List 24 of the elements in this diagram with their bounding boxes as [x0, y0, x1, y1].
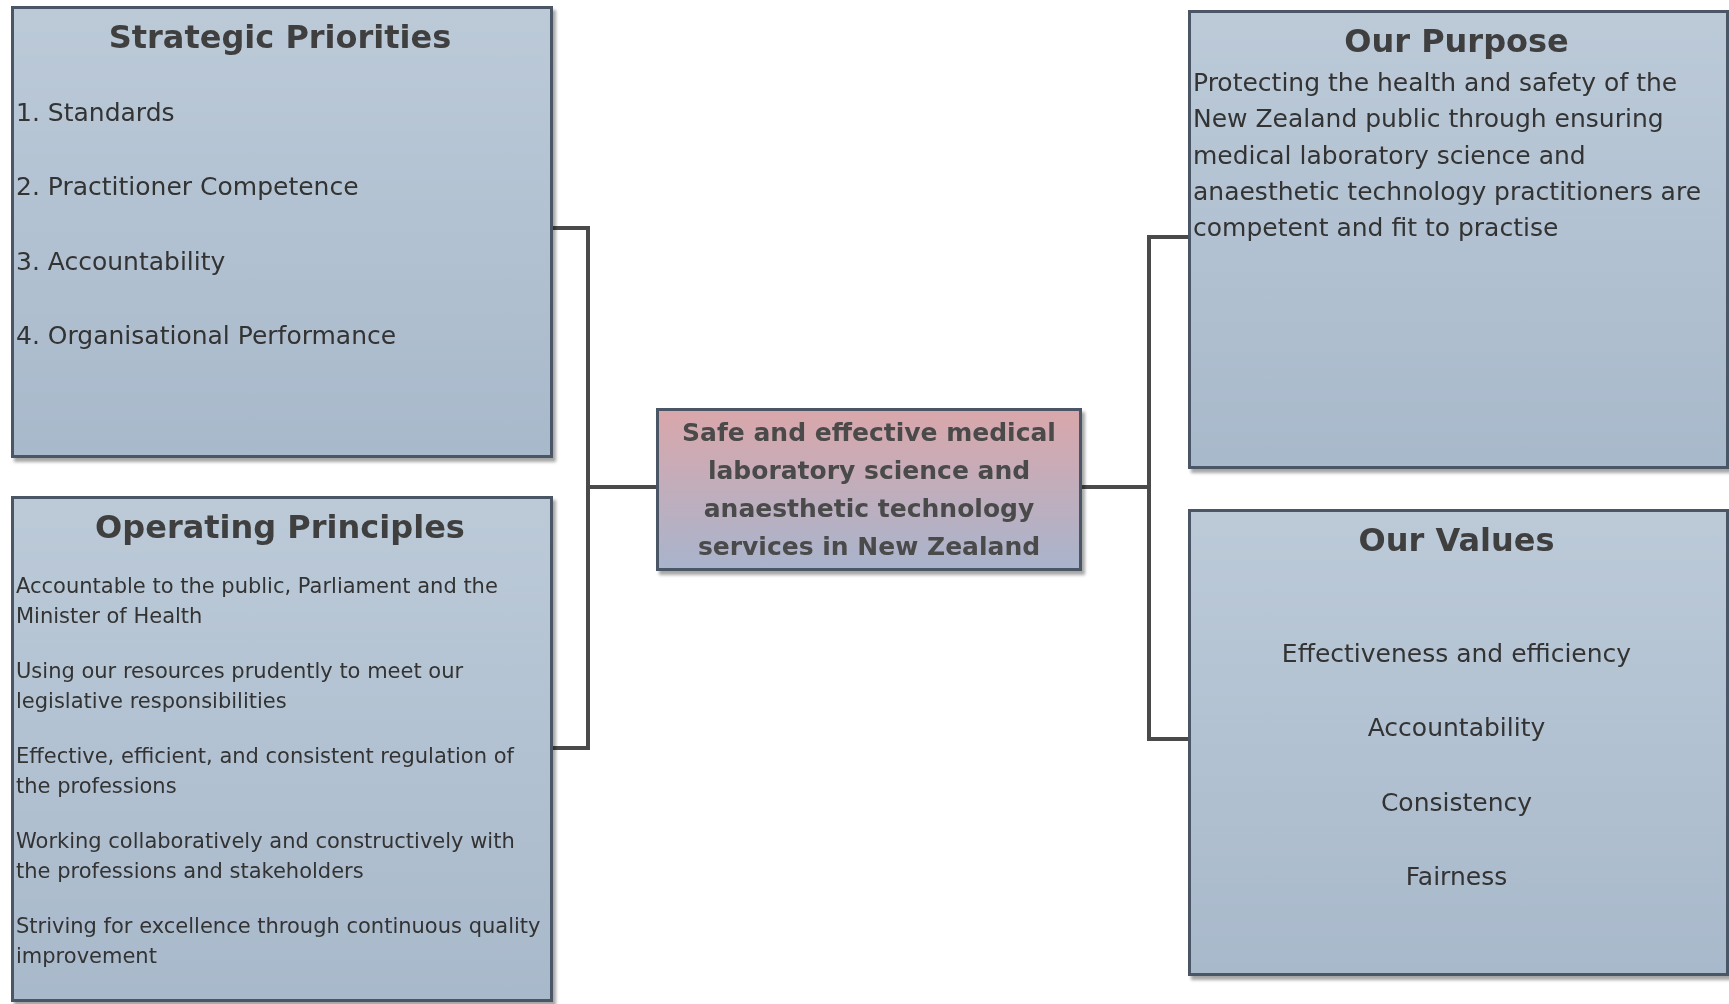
goal-text: Safe and effective medical laboratory science and anaesthetic technology services in New Zealand [681, 416, 1057, 563]
panel-item: Working collaboratively and constructively with the professions and stakeholders [16, 827, 516, 886]
panel-heading: Strategic Priorities [107, 17, 453, 57]
panel-item: 1. Standards [16, 97, 176, 129]
panel-item: Accountable to the public, Parliament and the Minister of Health [16, 573, 499, 631]
panel-heading: Our Values [1357, 520, 1556, 560]
panel-item: Effectiveness and efficiency [1280, 638, 1633, 670]
panel-item: Effective, efficient, and consistent regulation of the professions [16, 742, 516, 801]
panel-box [1188, 10, 1729, 469]
panel-box [11, 6, 553, 458]
panel-heading: Our Purpose [1343, 21, 1570, 61]
panel-box [1188, 509, 1729, 976]
panel-item: 4. Organisational Performance [16, 319, 398, 352]
panel-box [11, 496, 553, 1002]
panel-item: Consistency [1379, 786, 1534, 819]
panel-item: Striving for excellence through continuous quality improvement [16, 912, 542, 971]
panel-item: 3. Accountability [16, 245, 227, 278]
goal-box [656, 408, 1082, 571]
panel-item: 2. Practitioner Competence [16, 171, 360, 204]
panel-item: Fairness [1404, 860, 1509, 893]
panel-item: Protecting the health and safety of the New Zealand public through ensuring medical laboratory science and anaesthetic technology practitioners are competent and fit to practise [1193, 67, 1703, 244]
panel-item: Accountability [1366, 712, 1547, 745]
panel-item: Using our resources prudently to meet our legislative responsibilities [16, 657, 465, 716]
panel-heading: Operating Principles [94, 507, 466, 547]
